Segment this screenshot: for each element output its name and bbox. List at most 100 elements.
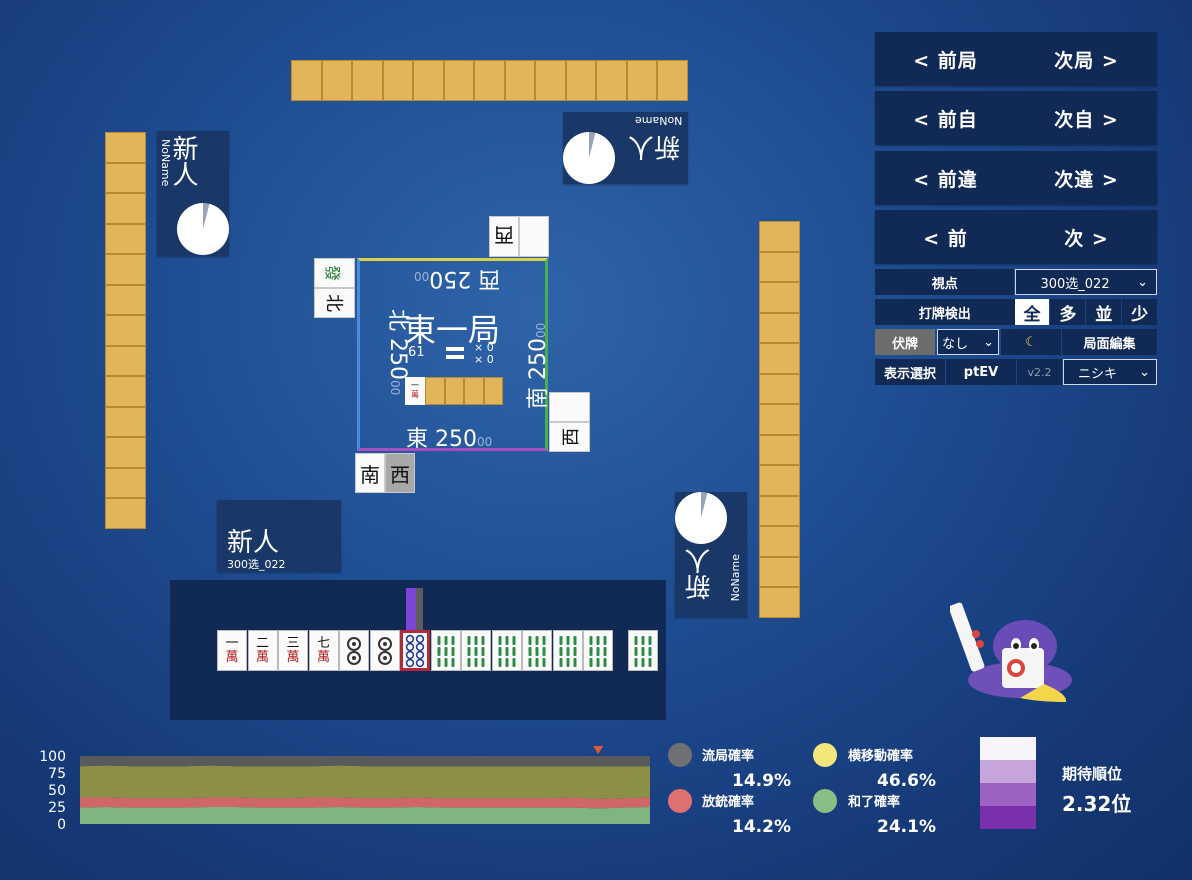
score-east: 東 25000 [406, 427, 493, 452]
discard-option-normal[interactable]: 並 [1086, 299, 1122, 325]
wall-tile [759, 251, 800, 282]
wall-tile [321, 60, 352, 101]
wall-tile [352, 60, 383, 101]
next-button[interactable]: 次 > [1064, 227, 1109, 250]
y-tick-label: 0 [57, 817, 66, 830]
version-label: v2.2 [1017, 359, 1062, 385]
prev-button[interactable]: < 前 [923, 227, 968, 250]
next-round-button[interactable]: 次局 > [1054, 49, 1119, 72]
wall-tile [759, 465, 800, 496]
riichi-stick-icon [446, 355, 464, 359]
discard-check-label: 打牌検出 [875, 299, 1015, 325]
wall-tile [105, 284, 146, 315]
player-pie-left [177, 203, 229, 255]
discard-left-1: 發 [314, 258, 355, 288]
hand-tile[interactable]: 一萬 [217, 630, 247, 671]
draw-prob-dot [668, 743, 692, 767]
win-prob-dot [813, 789, 837, 813]
wall-tile [759, 343, 800, 374]
wall-tile [291, 60, 322, 101]
player-name: 新人 [168, 135, 198, 187]
wall-tile [759, 434, 800, 465]
wall-tile [626, 60, 657, 101]
discard-self-1: 南 [355, 453, 385, 493]
wall-tile [105, 254, 146, 285]
wall-tile [759, 404, 800, 435]
prev-diff-button[interactable]: < 前違 [913, 168, 978, 191]
hand-tile[interactable] [583, 630, 613, 671]
chart-area-series [80, 807, 650, 824]
next-diff-button[interactable]: 次違 > [1054, 168, 1119, 191]
wall-tile [474, 60, 505, 101]
discard-right-1: 西 [549, 422, 590, 452]
wall-tile [596, 60, 627, 101]
hidden-row: 伏牌 なし⌄ ☾ 局面編集 [875, 329, 1157, 355]
hand-tile[interactable] [461, 630, 491, 671]
chart-area-series [80, 756, 650, 767]
player-card-right: 新人 NoName [675, 492, 747, 617]
discard-right-blank [549, 392, 590, 422]
hand-tile[interactable] [522, 630, 552, 671]
discard-check-row: 打牌検出 全 多 並 少 [875, 299, 1157, 325]
hand-tile[interactable]: 二萬 [247, 630, 278, 671]
discard-self-2: 西 [385, 453, 415, 493]
left-wall [105, 132, 146, 529]
ptev-button[interactable]: ptEV [946, 359, 1016, 385]
expected-rank-value: 2.32位 [1062, 792, 1132, 816]
wall-tile [565, 60, 596, 101]
hand-tile[interactable] [430, 630, 461, 671]
edit-position-button[interactable]: 局面編集 [1062, 329, 1157, 355]
wall-tile [105, 406, 146, 437]
dealin-prob-dot [668, 789, 692, 813]
hand-tile[interactable] [491, 630, 522, 671]
viewpoint-select[interactable]: 300选_022⌄ [1015, 269, 1157, 295]
wall-tile [105, 132, 146, 163]
hand-tile[interactable]: 七萬 [308, 630, 339, 671]
honba-stick-icon [446, 347, 464, 351]
hidden-select[interactable]: なし⌄ [937, 329, 999, 355]
drawn-tile[interactable] [628, 630, 658, 671]
move-prob-value: 46.6% [877, 771, 936, 791]
wall-tile [759, 556, 800, 587]
wall-tile [759, 495, 800, 526]
score-south: 南 25000 [526, 322, 551, 409]
discard-left-2: 北 [314, 288, 355, 318]
wall-tile [759, 312, 800, 343]
viewpoint-row: 視点 300选_022⌄ [875, 269, 1157, 295]
discard-top-blank [519, 216, 549, 257]
round-nav: < 前局 次局 > [875, 32, 1157, 86]
display-row: 表示選択 ptEV v2.2 ニシキ⌄ [875, 359, 1157, 385]
round-title: 東一局 [404, 311, 501, 349]
self-nav: < 前自 次自 > [875, 91, 1157, 145]
chevron-down-icon: ⌄ [983, 334, 994, 350]
wall-tile [105, 162, 146, 193]
wall-tile [759, 221, 800, 252]
honba-count: × 0 [474, 341, 494, 354]
discard-option-few[interactable]: 少 [1122, 299, 1157, 325]
prev-round-button[interactable]: < 前局 [913, 49, 978, 72]
y-tick-label: 100 [39, 749, 66, 765]
current-turn-marker [593, 746, 604, 754]
hand-tile[interactable] [339, 630, 369, 671]
moon-icon[interactable]: ☾ [1001, 329, 1061, 355]
prev-self-button[interactable]: < 前自 [913, 108, 978, 131]
next-self-button[interactable]: 次自 > [1054, 108, 1119, 131]
wall-tile [105, 223, 146, 254]
player-card-self: 新人 300选_022 [217, 500, 341, 572]
dora-indicator-tile: 一萬 [405, 377, 425, 405]
model-select[interactable]: ニシキ⌄ [1063, 359, 1157, 385]
discard-option-all[interactable]: 全 [1014, 299, 1050, 325]
hand-tile[interactable] [552, 630, 583, 671]
hand-tile[interactable] [369, 630, 400, 671]
wall-tile [759, 526, 800, 557]
player-card-top: NoName 新人 [563, 112, 688, 184]
y-tick-label: 75 [48, 766, 66, 782]
center-info: 西 25000 東一局 61 × 0 × 0 北 25000 南 25000 一… [357, 258, 551, 452]
hidden-tiles-button[interactable]: 伏牌 [875, 329, 935, 355]
wall-tile [504, 60, 535, 101]
discard-option-many[interactable]: 多 [1050, 299, 1086, 325]
hand-tile[interactable]: 三萬 [278, 630, 308, 671]
discard-top-1: 西 [489, 216, 519, 257]
player-card-left: 新人 NoName [157, 131, 229, 256]
hand-tile[interactable] [400, 630, 430, 671]
